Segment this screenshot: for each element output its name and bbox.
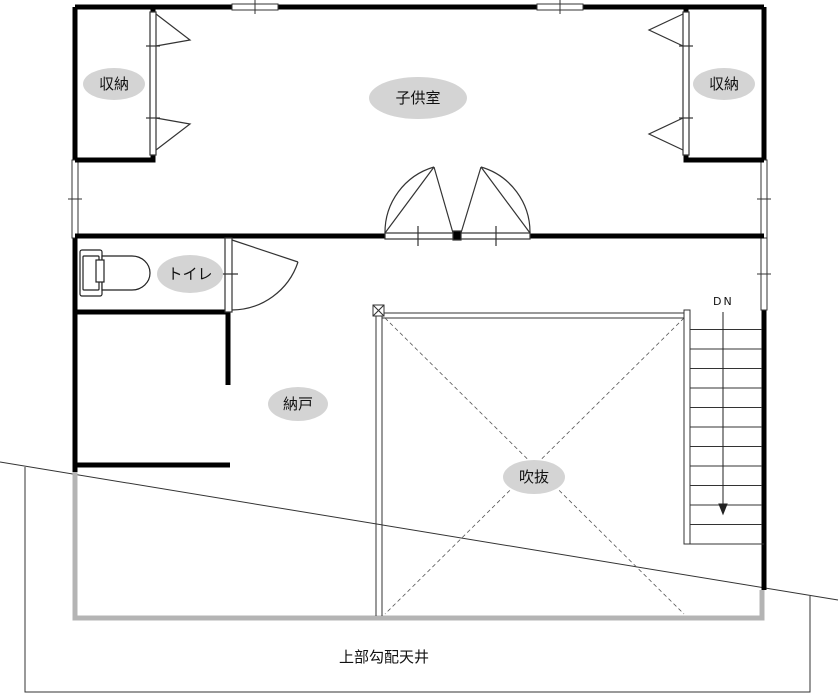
storage-door-right bbox=[647, 11, 693, 156]
sloped-ceiling-outline bbox=[0, 461, 839, 693]
room-label-kids-room: 子供室 bbox=[369, 77, 467, 119]
void-label: 吹抜 bbox=[519, 468, 549, 486]
toilet-label: トイレ bbox=[167, 265, 212, 283]
room-label-storage-left: 収納 bbox=[83, 68, 145, 100]
kids-room-door bbox=[384, 166, 531, 246]
storage-door-left bbox=[146, 11, 192, 156]
room-label-void: 吹抜 bbox=[503, 460, 565, 494]
stair-arrow bbox=[718, 312, 728, 516]
room-label-storage-right: 収納 bbox=[693, 68, 755, 100]
ceiling-note: 上部勾配天井 bbox=[339, 648, 429, 666]
toilet-door bbox=[218, 237, 299, 313]
exterior-walls bbox=[72, 4, 767, 590]
storage-left-label: 収納 bbox=[99, 75, 129, 93]
room-label-closet: 納戸 bbox=[268, 387, 328, 421]
room-label-toilet: トイレ bbox=[157, 255, 223, 293]
kids-room-label: 子供室 bbox=[395, 89, 440, 107]
stairs-direction: DN bbox=[713, 295, 734, 308]
storage-right-label: 収納 bbox=[709, 75, 739, 93]
closet-label: 納戸 bbox=[283, 395, 313, 413]
void-outline bbox=[372, 304, 686, 616]
toilet-fixture bbox=[79, 249, 151, 297]
low-wall bbox=[72, 472, 765, 621]
stair-steps bbox=[690, 329, 762, 525]
toilet-walls bbox=[75, 309, 231, 385]
